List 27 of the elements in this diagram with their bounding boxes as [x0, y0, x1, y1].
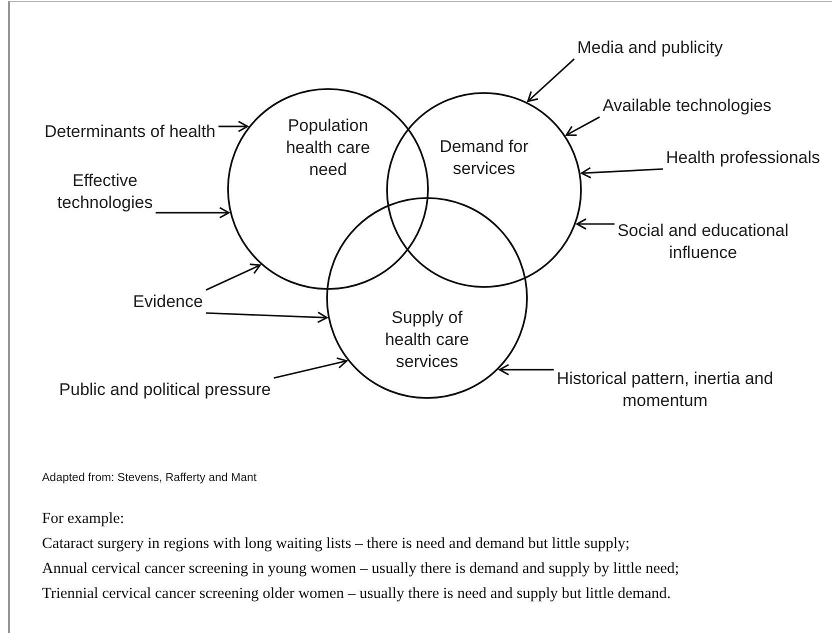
factor-label: Effective technologies	[50, 170, 160, 214]
factor-label: Social and educational influence	[588, 220, 818, 264]
factor-label: Public and political pressure	[50, 379, 280, 401]
arrow	[206, 264, 261, 291]
factor-label: Available technologies	[587, 95, 787, 117]
example-heading: For example:	[42, 510, 124, 528]
arrow	[218, 120, 248, 132]
circle-label: Supply of health care services	[384, 307, 470, 373]
factor-label: Health professionals	[655, 147, 831, 169]
example-text: Annual cervical cancer screening in young women – usually there is demand and supply by little need;	[42, 560, 680, 578]
factor-label: Historical pattern, inertia and momentum	[530, 368, 800, 412]
arrow	[566, 116, 600, 136]
arrow	[580, 166, 664, 179]
source-note: Adapted from: Stevens, Rafferty and Mant	[42, 472, 257, 484]
example-text: Cataract surgery in regions with long waiting lists – there is need and demand but little supply;	[42, 535, 630, 553]
arrow	[274, 357, 348, 379]
arrow	[527, 58, 575, 102]
example-text: Triennial cervical cancer screening older women – usually there is need and supply but little demand.	[42, 585, 671, 603]
factor-label: Evidence	[128, 291, 208, 313]
arrow	[156, 206, 230, 218]
circle-label: Demand for services	[438, 136, 530, 180]
factor-label: Determinants of health	[15, 121, 245, 143]
circle-label: Population health care need	[284, 115, 372, 181]
arrow	[206, 312, 328, 324]
factor-label: Media and publicity	[560, 37, 740, 59]
arrow	[498, 364, 554, 376]
arrow	[576, 218, 614, 230]
